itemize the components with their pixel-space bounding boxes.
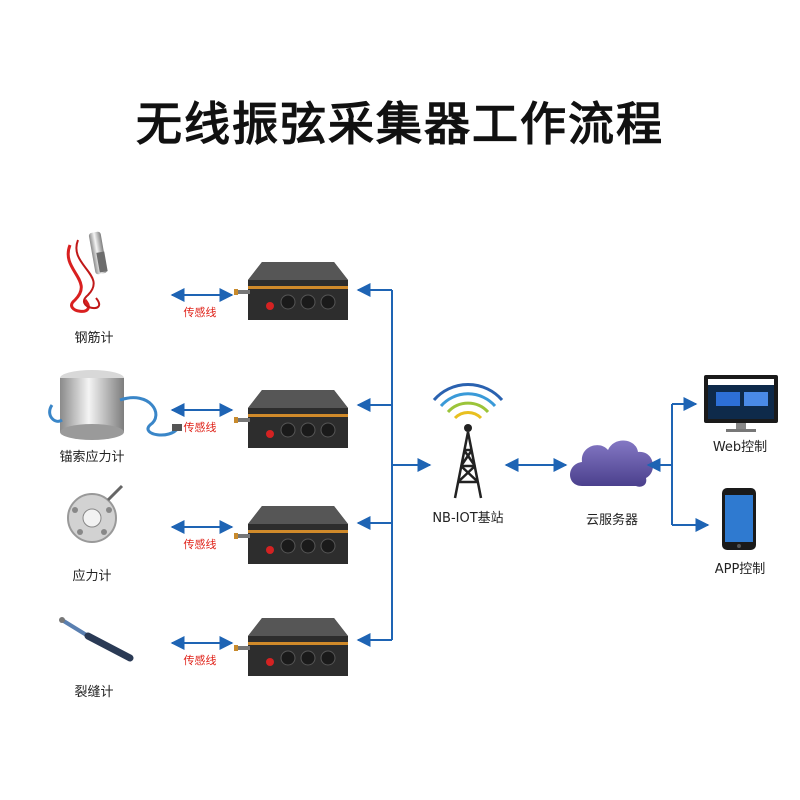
link-label: 传感线 — [183, 654, 217, 667]
sensor-label-crack: 裂缝计 — [74, 685, 114, 700]
link-label: 传感线 — [183, 538, 217, 551]
rebar-meter-icon — [66, 231, 108, 313]
sensor-label-rebar: 钢筋计 — [74, 331, 114, 346]
sensor-label-anchor: 锚索应力计 — [59, 450, 125, 465]
page-title: 无线振弦采集器工作流程 — [136, 97, 664, 151]
collector-box-icon — [233, 505, 349, 565]
sensor-label-stress: 应力计 — [72, 569, 112, 584]
client-label-web: Web控制 — [712, 440, 768, 455]
collector-box-icon — [233, 389, 349, 449]
collector-box-icon — [233, 617, 349, 677]
load-cell-icon — [67, 484, 124, 543]
link-label: 传感线 — [183, 306, 217, 319]
smartphone-icon — [722, 488, 756, 550]
monitor-icon — [704, 375, 778, 432]
anchor-cable-meter-icon — [48, 370, 182, 440]
radio-tower-icon — [432, 382, 504, 499]
client-label-app: APP控制 — [714, 562, 766, 577]
crack-meter-icon — [59, 617, 134, 662]
cloud-icon — [570, 440, 653, 487]
uplink-bus — [356, 283, 432, 647]
sensor-link-arrows — [170, 288, 234, 650]
collector-box-icon — [233, 261, 349, 321]
cloud-label: 云服务器 — [585, 513, 639, 528]
client-bus — [646, 397, 710, 532]
base-station-label: NB-IOT基站 — [432, 511, 504, 526]
link-label: 传感线 — [183, 421, 217, 434]
